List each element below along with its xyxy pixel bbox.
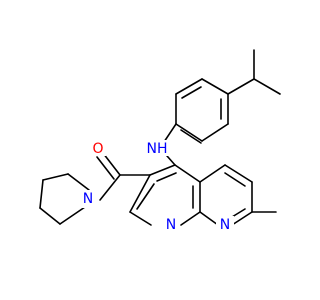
phenyl-bond-4 xyxy=(201,78,229,95)
bonds xyxy=(39,49,281,226)
ring-a-bond-1 xyxy=(149,164,176,176)
ring-n1-label: N xyxy=(166,217,176,233)
ring-a-bond-4 xyxy=(180,211,201,226)
ring-n2-label: N xyxy=(220,217,230,233)
ring-a-bond-1b xyxy=(156,172,177,182)
pyrrolidine-bond-1 xyxy=(67,173,90,191)
ring-b-bond-1 xyxy=(199,164,226,183)
amide-n-label-bg xyxy=(79,190,97,208)
ring-n2-label-bg xyxy=(216,216,234,234)
ring-b-bond-2 xyxy=(224,164,253,183)
ring-b-bond-4 xyxy=(231,211,253,226)
chemical-structure: O NH N N N xyxy=(39,49,281,234)
phenyl-bond-1 xyxy=(175,123,203,142)
ring-a-bond-6b xyxy=(136,183,155,210)
phenyl-bond-5 xyxy=(175,78,203,95)
pyrrolidine-bond-5 xyxy=(59,206,86,225)
bond-c-o-2 xyxy=(96,156,115,180)
nh-label: NH xyxy=(147,141,168,157)
ring-n1-label-bg xyxy=(162,216,180,234)
ring-a-bond-5 xyxy=(129,211,152,226)
ring-b-bond-5 xyxy=(199,211,219,226)
isopropyl-bond-2 xyxy=(253,78,281,95)
ring-b-bond-4b xyxy=(231,208,246,218)
ring-a-bond-2 xyxy=(174,164,201,183)
isopropyl-bond-1 xyxy=(227,78,255,95)
nh-label-bg xyxy=(140,140,172,156)
phenyl-bond-5b xyxy=(181,86,202,99)
pyrrolidine-bond-4 xyxy=(39,207,61,225)
ring-b-bond-2b xyxy=(224,172,246,187)
bond-carbonyl-n xyxy=(99,174,121,201)
amide-n-label: N xyxy=(83,191,93,207)
phenyl-bond-2 xyxy=(201,123,229,142)
molecule-canvas: O NH N N N xyxy=(39,49,281,234)
pyrrolidine-bond-2 xyxy=(42,173,69,181)
phenyl-bond-1b xyxy=(180,129,202,144)
pyrrolidine-bond-3 xyxy=(39,179,44,209)
atom-labels: O NH N N N xyxy=(79,140,234,234)
oxygen-label: O xyxy=(92,141,103,157)
ring-a-bond-6 xyxy=(129,174,151,213)
bond-c-o-1 xyxy=(102,152,121,176)
oxygen-label-bg xyxy=(90,140,106,156)
